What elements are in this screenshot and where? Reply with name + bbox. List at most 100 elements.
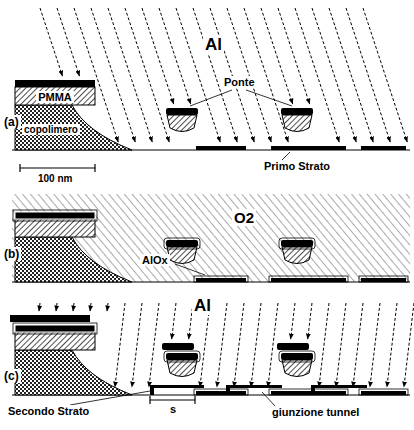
bridge-body (282, 115, 312, 132)
label-text: Secondo Strato (6, 405, 91, 417)
label-text: Ponte (222, 76, 257, 88)
evaporation-arrow (291, 303, 295, 339)
evaporation-arrow (200, 303, 210, 387)
oxide-film (359, 389, 408, 395)
scale-bar (94, 164, 95, 172)
second-layer (150, 385, 204, 395)
evaporation-arrow (57, 8, 79, 76)
label-text: Al (203, 35, 224, 54)
label-text: (a) (2, 115, 21, 129)
label-text: Al (192, 296, 213, 315)
bridge-cap (277, 343, 309, 350)
first-layer (271, 278, 346, 282)
scale-bar (19, 164, 20, 172)
evaporation-arrow (268, 303, 278, 387)
copolymer-layer (15, 350, 132, 395)
evaporation-arrow (346, 8, 390, 142)
evaporation-arrow (73, 303, 75, 311)
evaporation-arrow (370, 303, 380, 387)
bridge-body (282, 247, 312, 264)
bridge-body (167, 247, 197, 264)
first-layer (196, 391, 246, 395)
evaporation-arrow (56, 303, 58, 311)
oxide-film (13, 210, 97, 221)
oxide-film (164, 351, 200, 362)
label-text: (c) (2, 369, 21, 383)
part-label: Ponte (222, 76, 257, 88)
label-text: O2 (232, 209, 256, 226)
copolymer-layer (15, 105, 132, 150)
leader-line (282, 152, 290, 160)
bridge-cap (166, 240, 198, 247)
oxygen-region (12, 194, 410, 282)
evaporation-arrow (295, 8, 339, 142)
panel (12, 8, 410, 150)
part-label: AlOx (140, 254, 170, 266)
first-layer (361, 391, 406, 395)
pmma-layer-label: PMMA (16, 88, 94, 105)
evaporation-arrow (172, 303, 176, 339)
pmma-layer (15, 87, 95, 105)
leader-line (175, 264, 205, 275)
panel-label: (b) (2, 248, 21, 261)
oxide-film (194, 389, 248, 395)
part-label: Secondo Strato (6, 405, 91, 417)
dimension-bracket (150, 399, 195, 400)
evaporation-arrow (387, 303, 397, 387)
evaporation-arrow (217, 303, 227, 387)
bridge-cap (166, 108, 198, 115)
panel-label: (c) (2, 370, 21, 383)
evaporation-arrow (74, 8, 118, 142)
evaporation-arrow (329, 8, 373, 142)
evaporation-arrow (132, 303, 142, 387)
panel-label: (a) (2, 116, 21, 129)
panel (12, 194, 410, 282)
evaporation-arrow (108, 8, 152, 142)
panel (10, 303, 414, 395)
bridge-cap (162, 343, 194, 350)
evaporation-arrow (125, 8, 169, 142)
evaporation-arrow (149, 303, 159, 387)
first-layer (361, 278, 406, 282)
evaporation-arrow (363, 8, 407, 142)
metal-label: Al (192, 297, 213, 316)
evaporation-arrow (319, 303, 329, 387)
gas-label: O2 (232, 210, 256, 227)
bridge-body (167, 360, 197, 377)
oxide-film (359, 276, 408, 282)
metal-label: Al (203, 36, 224, 55)
evaporation-arrow (142, 8, 174, 104)
label-text: giunzione tunnel (270, 406, 361, 418)
evaporation-arrow (244, 8, 288, 142)
al-film (10, 315, 90, 322)
al-film (15, 80, 95, 87)
second-layer (311, 385, 367, 395)
part-label: Primo Strato (262, 160, 332, 172)
copolymer-label: copolimero (16, 116, 86, 142)
pmma-layer (15, 219, 95, 237)
evaporation-arrow (251, 303, 261, 387)
drawing (10, 8, 414, 406)
evaporation-arrow (234, 303, 244, 387)
dimension-bracket (149, 396, 150, 404)
label-text: 100 nm (36, 173, 74, 184)
evaporation-arrow (40, 8, 62, 76)
evaporation-arrow (336, 303, 346, 387)
oxide-film (269, 276, 348, 282)
al-film (15, 212, 95, 219)
oxide-film (279, 351, 315, 362)
bridge-cap (281, 108, 313, 115)
first-layer (271, 391, 346, 395)
scale-bar (20, 167, 95, 168)
leader-line (262, 392, 275, 406)
bridge-cap (281, 353, 313, 360)
evaporation-arrow (210, 8, 254, 142)
bridge-body (282, 360, 312, 377)
evaporation-arrow (107, 303, 109, 311)
layer-name: copolimero (22, 124, 80, 135)
evaporation-arrow (278, 8, 310, 104)
evaporation-arrow (90, 303, 92, 311)
first-layer (271, 146, 346, 150)
